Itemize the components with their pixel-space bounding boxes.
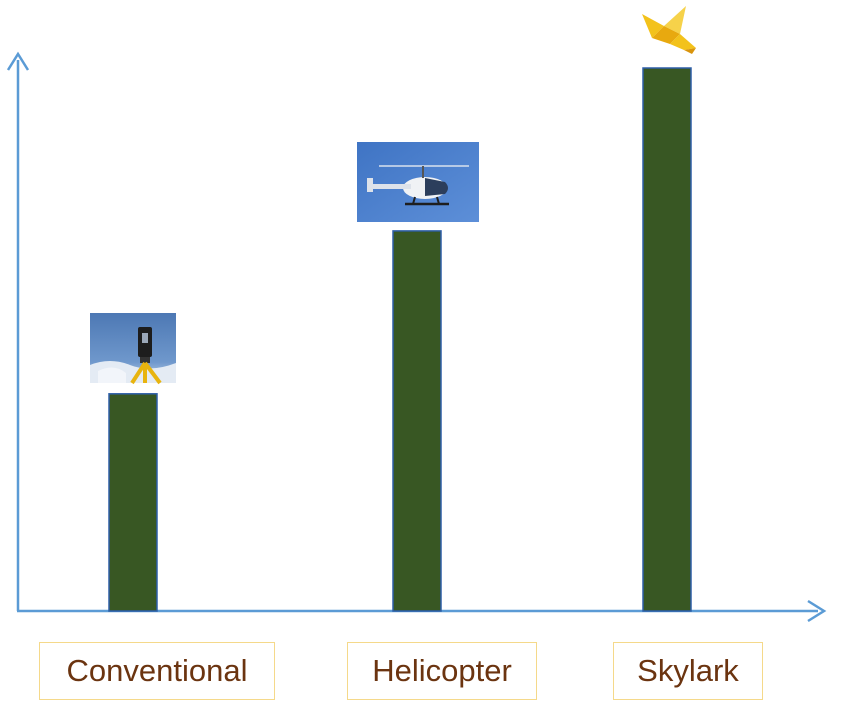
category-label-conventional: Conventional: [39, 642, 275, 700]
x-axis-arrow: [807, 599, 827, 623]
category-label-text: Helicopter: [372, 653, 512, 688]
bar-skylark: [642, 67, 692, 612]
category-label-helicopter: Helicopter: [347, 642, 537, 700]
y-axis-arrow: [6, 51, 30, 71]
category-label-text: Conventional: [66, 653, 248, 688]
category-label-skylark: Skylark: [613, 642, 763, 700]
helicopter-icon: [357, 142, 479, 222]
origami-bird-icon: [642, 6, 696, 54]
category-label-text: Skylark: [637, 653, 739, 688]
bar-conventional: [108, 393, 158, 612]
total-station-icon: [90, 313, 176, 385]
bar-helicopter: [392, 230, 442, 612]
